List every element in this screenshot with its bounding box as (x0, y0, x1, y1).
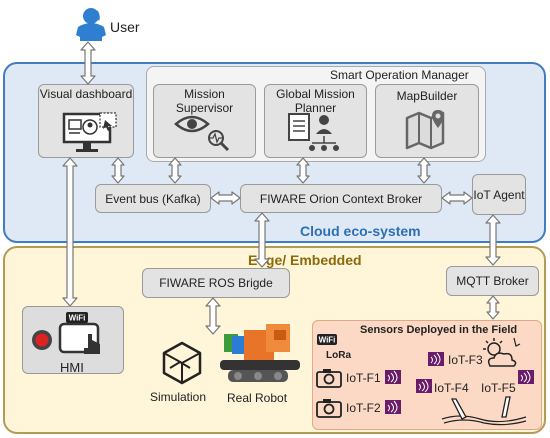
hmi-device-icon: WiFi (32, 312, 100, 354)
signal-icon (428, 352, 444, 366)
sensors-wifi-text: WiFi (319, 336, 336, 345)
mqtt-label: MQTT Broker (456, 274, 529, 288)
arrow-orion-rosbridge (254, 212, 270, 268)
robot-icon (220, 324, 300, 382)
hmi-label: HMI (60, 360, 84, 375)
visual-dashboard-box: Visual dashboard (38, 84, 134, 158)
signal-icon (416, 379, 432, 393)
real-robot-label: Real Robot (227, 391, 288, 405)
edge-region-title: Edge/ Embedded (248, 252, 362, 268)
cloud-region-title: Cloud eco-system (300, 223, 421, 239)
arrow-bus-orion (210, 191, 241, 205)
sensor-iot-f4: IoT-F4 (434, 381, 469, 395)
iot-agent-label: IoT Agent (473, 187, 525, 202)
orion-context-broker-box: FIWARE Orion Context Broker (240, 184, 442, 213)
eye-search-icon (174, 115, 230, 152)
user-label: User (110, 19, 140, 35)
ros-bridge-label: FIWARE ROS Brigde (159, 276, 273, 290)
arrow-orion-iotagent (441, 191, 473, 205)
iot-agent-box: IoT Agent (472, 174, 526, 215)
arrow-rosbridge-robot (205, 297, 221, 335)
global-mission-planner-label: Global Mission Planner (276, 87, 355, 115)
camera-icon (316, 369, 342, 388)
arrow-mapbuilder-orion (417, 157, 431, 184)
sensors-title: Sensors Deployed in the Field (360, 324, 518, 336)
arrow-dashboard-hmi (62, 157, 78, 307)
wifi-lora-icon: WiFi LoRa (317, 334, 351, 361)
event-bus-label: Event bus (Kafka) (105, 191, 201, 206)
fiware-ros-bridge-box: FIWARE ROS Brigde (142, 268, 290, 298)
event-bus-box: Event bus (Kafka) (95, 184, 211, 213)
simulation-icon (162, 341, 202, 385)
weather-icon (483, 337, 521, 367)
soil-probe-icon (441, 396, 527, 426)
sensor-iot-f5: IoT-F5 (481, 381, 516, 395)
user-icon (76, 8, 106, 41)
monitor-icon (62, 112, 117, 152)
simulation-label: Simulation (150, 390, 207, 404)
arrow-iotagent-mqtt (485, 214, 501, 266)
visual-dashboard-label: Visual dashboard (39, 87, 133, 101)
sensor-iot-f1: IoT-F1 (346, 371, 381, 385)
sensor-iot-f2: IoT-F2 (346, 401, 381, 415)
mission-supervisor-label: Mission Supervisor (175, 87, 234, 115)
arrow-supervisor-bus (168, 157, 182, 184)
arrow-mqtt-sensors (486, 295, 500, 320)
som-title: Smart Operation Manager (330, 68, 469, 82)
orion-label: FIWARE Orion Context Broker (259, 191, 423, 206)
camera-icon (316, 399, 342, 418)
signal-icon (385, 400, 401, 414)
arrow-dashboard-eventbus (111, 157, 125, 184)
planner-icon (288, 113, 339, 151)
lora-text: LoRa (326, 350, 351, 361)
signal-icon (385, 370, 401, 384)
mapbuilder-label: MapBuilder (396, 89, 458, 103)
hmi-wifi-text: WiFi (69, 314, 86, 323)
arrow-planner-orion (296, 157, 310, 184)
mqtt-broker-box: MQTT Broker (446, 266, 539, 296)
sensor-iot-f3: IoT-F3 (448, 353, 483, 367)
global-mission-planner-box: Global Mission Planner (264, 84, 367, 158)
arrow-user-dashboard (80, 41, 96, 85)
map-icon (405, 110, 445, 150)
signal-icon (518, 370, 534, 384)
